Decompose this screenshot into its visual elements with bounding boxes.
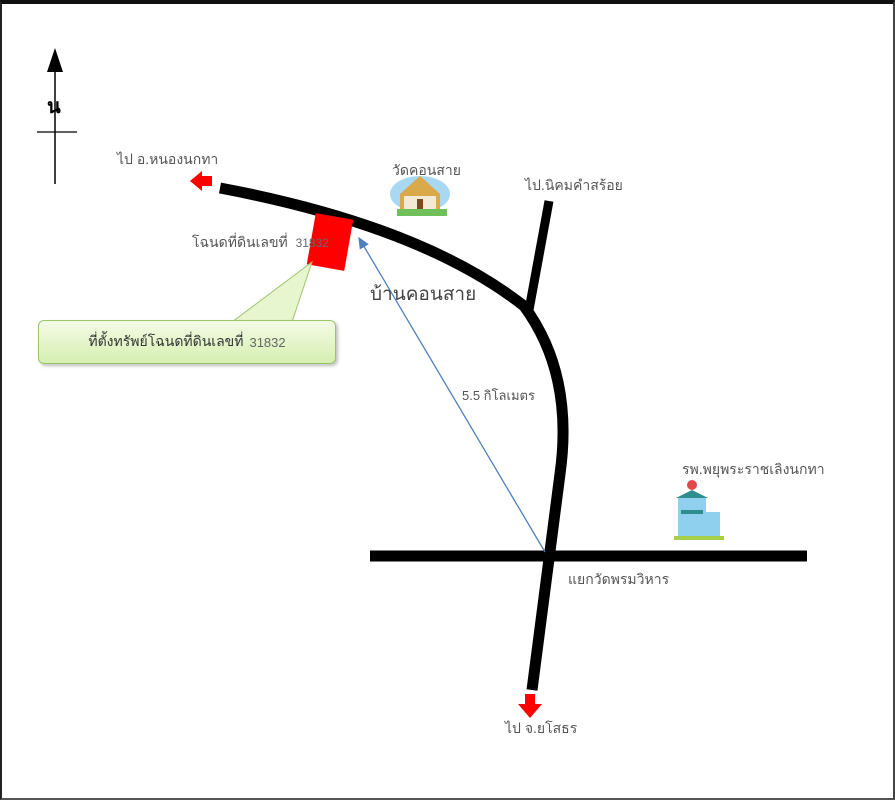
property-callout: ที่ตั้งทรัพย์โฉนดที่ดินเลขที่ 31832 — [38, 320, 336, 364]
arrow-left-icon — [190, 171, 212, 191]
callout-pointer — [230, 260, 313, 323]
label-deed: โฉนดที่ดินเลขที่ 31832 — [192, 232, 329, 254]
label-to-nong-nok-tha: ไป อ.หนองนกทา — [117, 151, 219, 167]
label-wat-khon-sai: วัดคอนสาย — [392, 162, 461, 178]
label-distance: 5.5 กิโลเมตร — [462, 388, 535, 403]
label-hospital: รพ.พยุพระราชเลิงนกทา — [682, 461, 825, 477]
hospital-icon — [674, 480, 724, 540]
deed-number: 31832 — [295, 236, 329, 250]
temple-icon — [390, 176, 450, 216]
label-to-nikhom: ไป.นิคมคำสร้อย — [525, 177, 623, 193]
map-canvas — [37, 48, 807, 718]
distance-arrow — [358, 236, 546, 553]
deed-label: โฉนดที่ดินเลขที่ — [192, 234, 288, 250]
arrow-down-icon — [518, 694, 542, 718]
label-to-yasothon: ไป จ.ยโสธร — [505, 720, 578, 736]
land-parcel — [306, 213, 354, 271]
callout-text: ที่ตั้งทรัพย์โฉนดที่ดินเลขที่ — [88, 333, 244, 349]
label-ban-khon-sai: บ้านคอนสาย — [370, 284, 477, 305]
north-label: น — [47, 96, 61, 118]
branch-road-nikhom — [524, 200, 554, 311]
callout-number: 31832 — [249, 334, 286, 350]
main-road — [218, 182, 569, 691]
north-arrow-icon — [37, 48, 77, 184]
label-junction: แยกวัดพรมวิหาร — [568, 571, 670, 587]
